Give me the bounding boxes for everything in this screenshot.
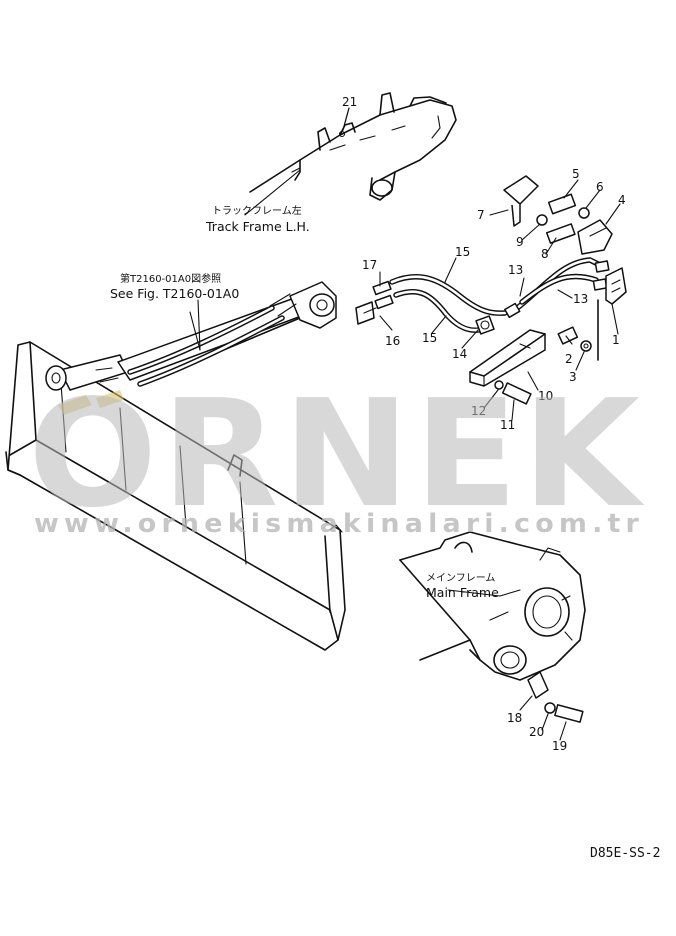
part-number: 4 (618, 193, 626, 207)
tilt-cylinder-assembly (45, 281, 337, 391)
part-numbers: 21 5 6 4 7 9 8 15 17 13 13 15 16 1 14 2 … (342, 95, 626, 753)
main-frame-jp-label: メインフレーム (426, 572, 495, 584)
leader-lines (197, 107, 621, 741)
watermark-accent-mark (58, 390, 124, 415)
part-number: 6 (596, 180, 604, 194)
part-number: 3 (569, 370, 577, 384)
track-frame-lh (249, 92, 457, 201)
hydraulic-hoses-13 (504, 257, 610, 319)
part-number: 17 (362, 258, 377, 272)
part-number: 9 (516, 235, 524, 249)
part-number: 5 (572, 167, 580, 181)
part-number: 7 (477, 208, 485, 222)
part-number: 15 (455, 245, 470, 259)
see-fig-jp-label: 第T2160-01A0図参照 (120, 272, 221, 285)
bracket-7-bolts (503, 175, 613, 255)
part-number: 20 (529, 725, 544, 739)
part-number: 12 (471, 404, 486, 418)
part-number: 14 (452, 347, 467, 361)
track-frame-jp-label: トラックフレーム左 (212, 204, 302, 217)
part-number: 11 (500, 418, 515, 432)
part-number: 19 (552, 739, 567, 753)
part-number: 18 (507, 711, 522, 725)
watermark: ORNEK www.ornekismakinalari.com.tr (28, 368, 645, 540)
hydraulic-hoses-15 (355, 273, 508, 335)
main-frame (399, 531, 586, 723)
part-number: 13 (573, 292, 588, 306)
bracket-1 (557, 267, 627, 361)
main-frame-en-label: Main Frame (426, 585, 499, 600)
part-number: 1 (612, 333, 620, 347)
plate-10 (469, 329, 546, 405)
callout-labels: トラックフレーム左 Track Frame L.H. 第T2160-01A0図参… (110, 204, 499, 600)
diagram-code: D85E-SS-2 (590, 846, 660, 861)
part-number: 10 (538, 389, 553, 403)
part-number: 21 (342, 95, 357, 109)
part-number: 2 (565, 352, 573, 366)
part-number: 15 (422, 331, 437, 345)
part-number: 16 (385, 334, 400, 348)
see-fig-en-label: See Fig. T2160-01A0 (110, 286, 239, 301)
watermark-url: www.ornekismakinalari.com.tr (34, 509, 644, 539)
part-number: 8 (541, 247, 549, 261)
part-number: 13 (508, 263, 523, 277)
track-frame-en-label: Track Frame L.H. (205, 219, 310, 234)
watermark-brand: ORNEK (28, 368, 645, 540)
